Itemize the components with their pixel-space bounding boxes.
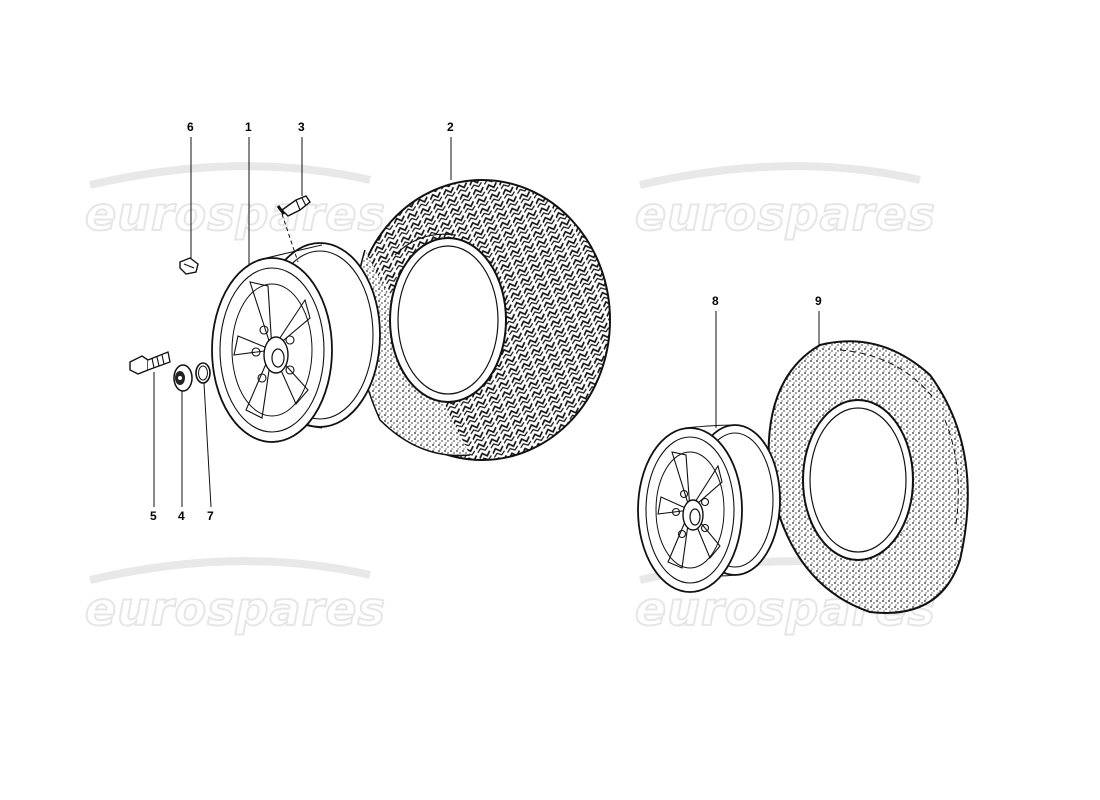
callout-6: 6 xyxy=(187,120,194,134)
watermark-text-2: eurospares xyxy=(635,187,936,241)
wheel-bolt[interactable] xyxy=(129,351,171,375)
watermark-swoosh-1 xyxy=(89,162,371,189)
watermark-text-1: eurospares xyxy=(85,187,386,241)
watermark-swoosh-2 xyxy=(639,162,921,189)
callout-4: 4 xyxy=(178,509,185,523)
callout-5: 5 xyxy=(150,509,157,523)
valve-dashed-line xyxy=(281,213,299,263)
watermark-text-3: eurospares xyxy=(85,582,386,636)
callout-3: 3 xyxy=(298,120,305,134)
valve-stem[interactable] xyxy=(276,195,311,217)
balance-weight[interactable] xyxy=(179,257,199,275)
centre-cap[interactable] xyxy=(173,364,193,392)
watermark-swoosh-3 xyxy=(89,557,371,584)
rim-spare[interactable] xyxy=(637,424,781,593)
o-ring[interactable] xyxy=(195,362,211,384)
tyre-spare[interactable] xyxy=(767,340,969,614)
tyre-front[interactable] xyxy=(353,179,611,461)
callout-9: 9 xyxy=(815,294,822,308)
callout-1: 1 xyxy=(245,120,252,134)
callout-8: 8 xyxy=(712,294,719,308)
rim-front[interactable] xyxy=(211,242,381,443)
leader-7 xyxy=(203,382,212,508)
callout-2: 2 xyxy=(447,120,454,134)
callout-7: 7 xyxy=(207,509,214,523)
